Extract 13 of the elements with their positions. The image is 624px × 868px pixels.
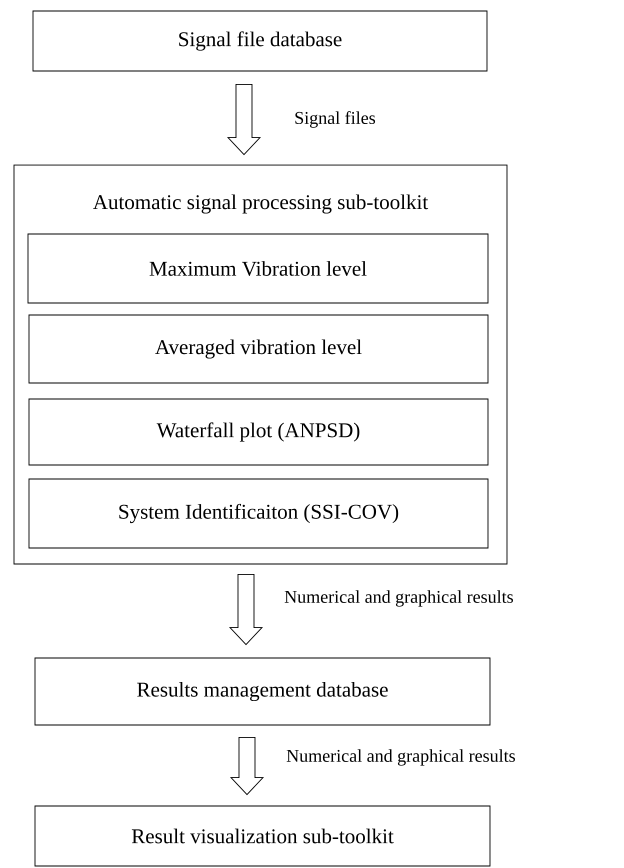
process-box: Results management database [34, 658, 490, 726]
process-box: Signal file database [32, 10, 488, 72]
edge-label: Signal files [295, 111, 376, 128]
process-box: Result visualization sub-toolkit [34, 806, 490, 866]
edge-label: Numerical and graphical results [284, 590, 513, 607]
block-arrow [228, 574, 264, 646]
block-arrow [230, 737, 264, 796]
process-box: Waterfall plot (ANPSD) [28, 398, 488, 466]
block-arrow [226, 84, 262, 156]
process-box: System Identificaiton (SSI-COV) [28, 478, 488, 548]
process-box: Averaged vibration level [28, 314, 488, 384]
edge-label: Numerical and graphical results [286, 749, 515, 766]
process-box: Maximum Vibration level [28, 234, 488, 304]
